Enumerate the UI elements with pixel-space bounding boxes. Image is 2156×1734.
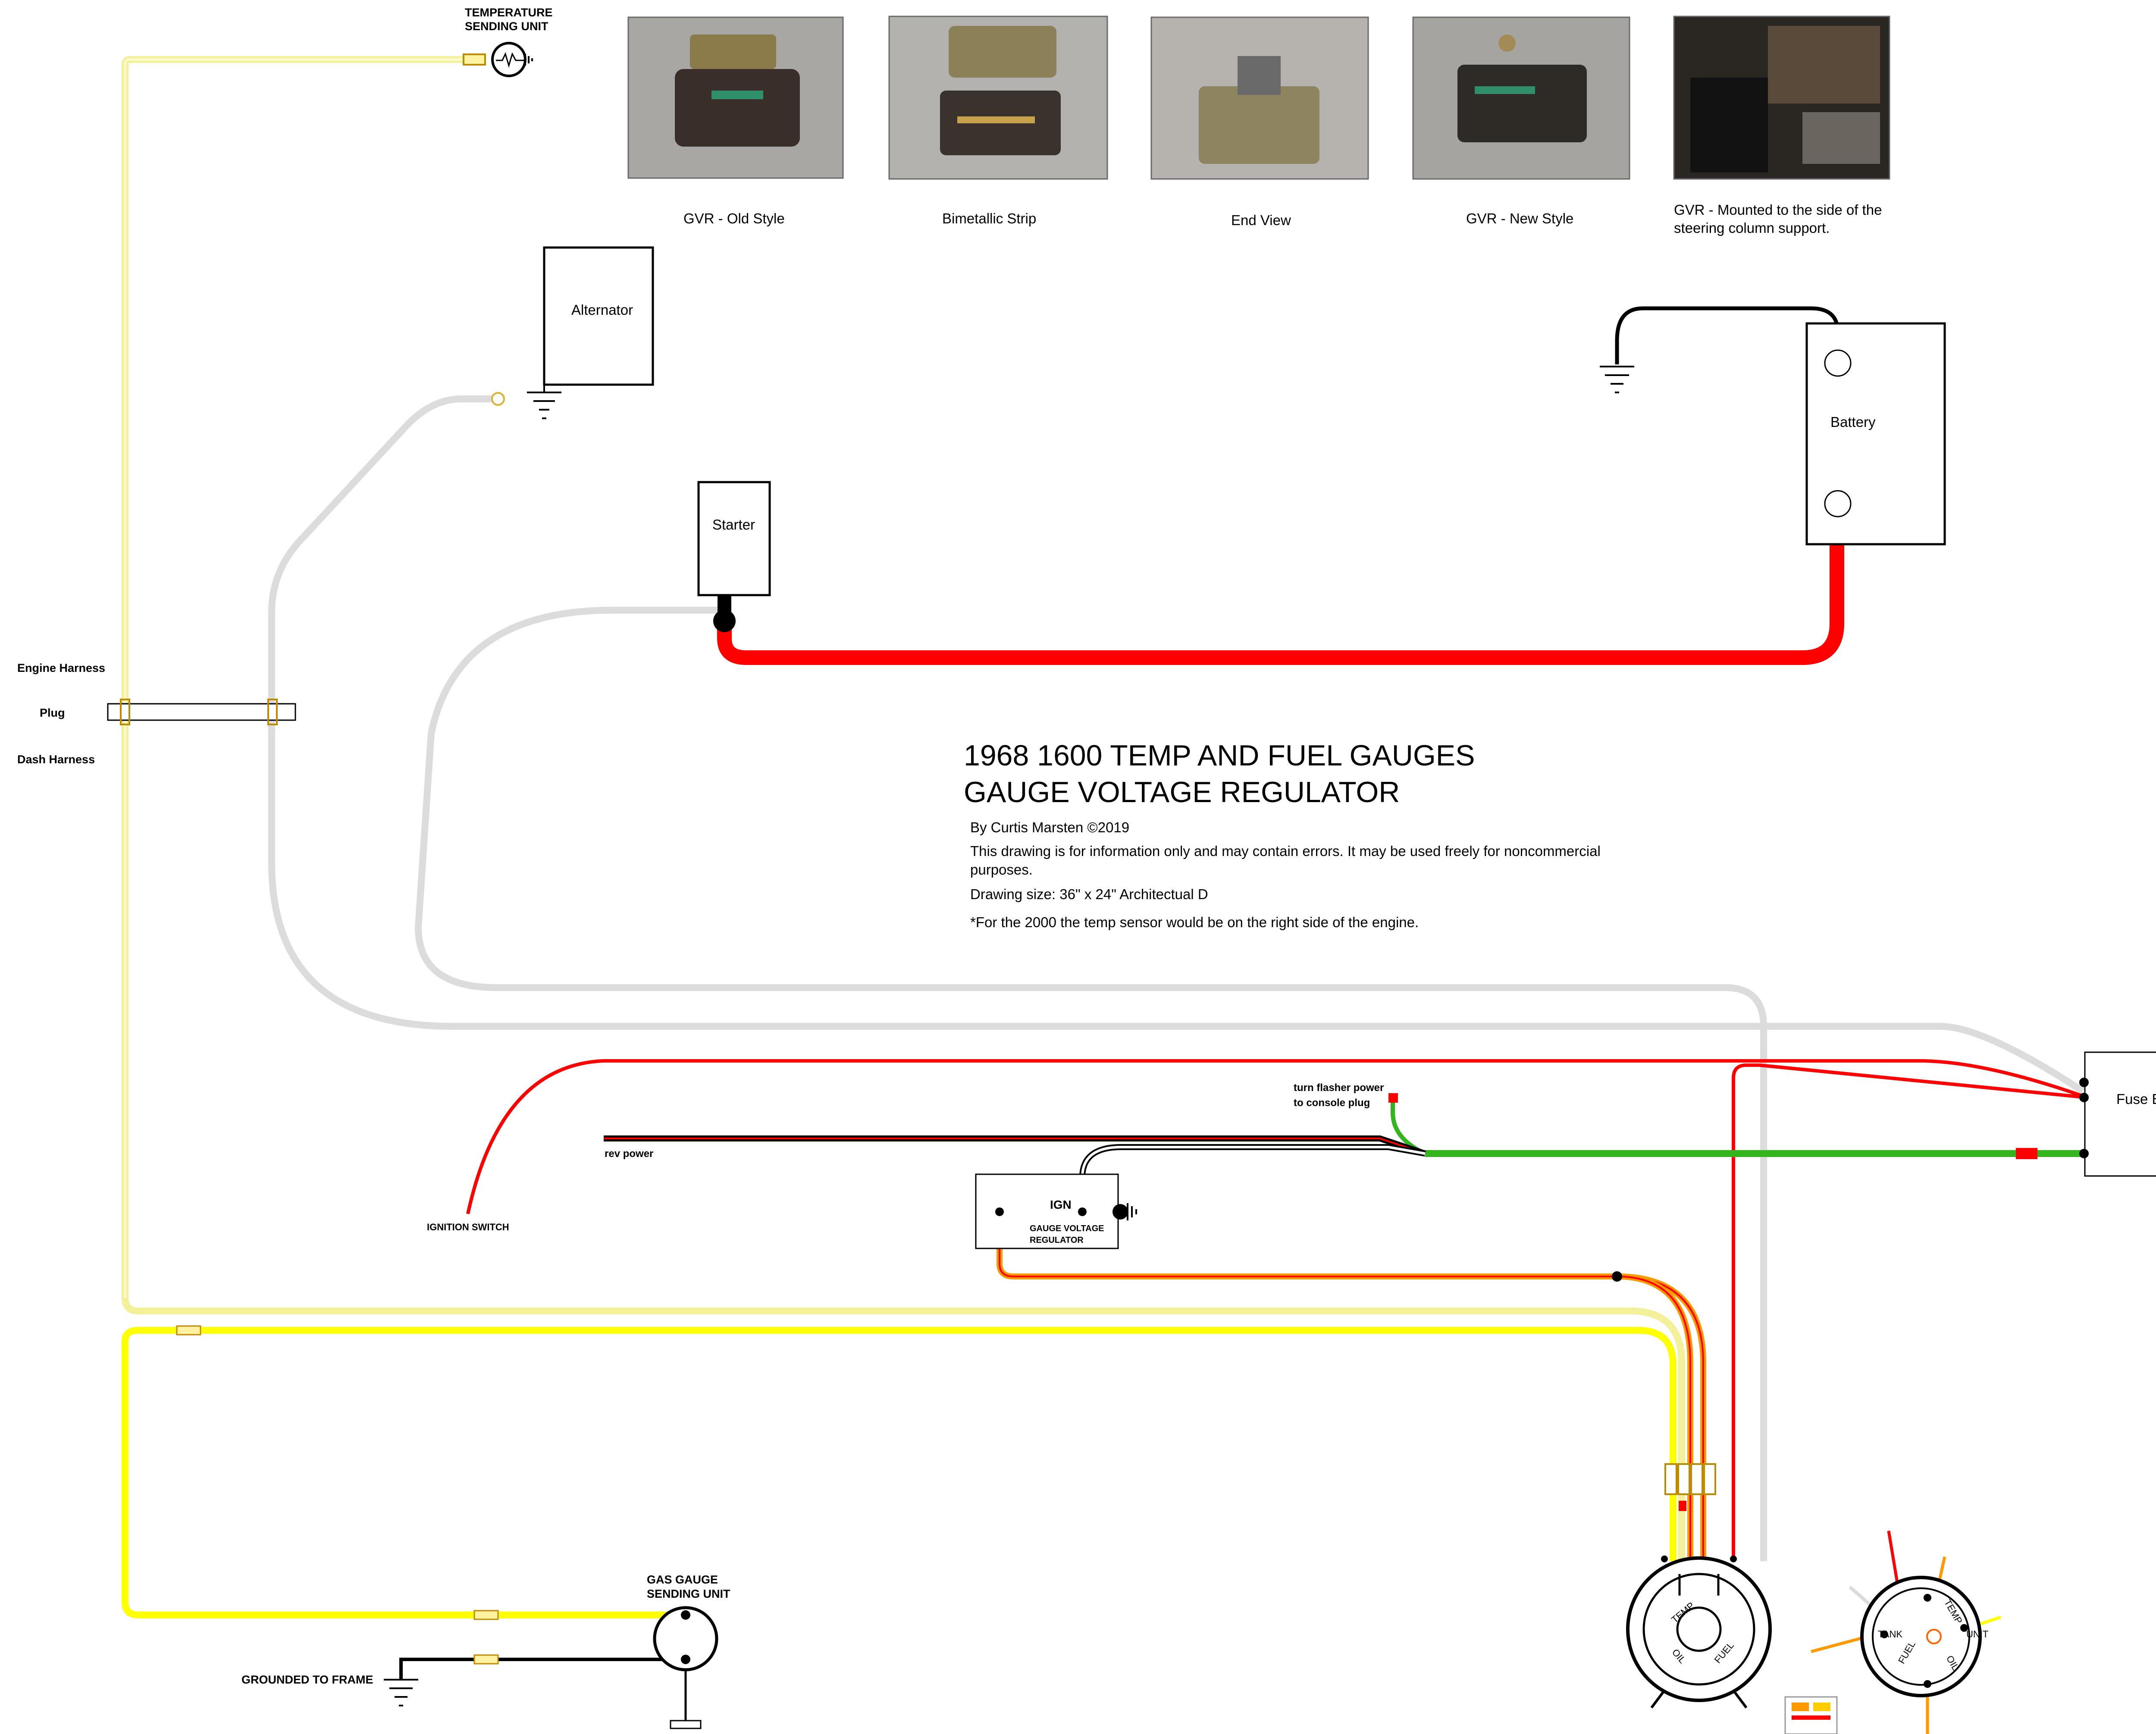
gas-gauge-label-l2: SENDING UNIT <box>647 1587 730 1600</box>
wire-temp-sender <box>122 56 1685 1561</box>
temperature-sending-unit <box>463 42 533 77</box>
fuel-wire-connector-top <box>176 1325 201 1336</box>
wire-ignition-switch-red <box>466 1059 2088 1214</box>
note-drawing-size: Drawing size: 36" x 24" Architectual D <box>970 886 1208 902</box>
wire-starter-gray <box>414 607 1767 1561</box>
photo-caption-gvr-old-style: GVR - Old Style <box>683 210 785 226</box>
ignition-switch-label: IGNITION SWITCH <box>427 1222 509 1232</box>
fuse-box-label: Fuse Box <box>2116 1091 2156 1107</box>
photo-caption-end-view: End View <box>1231 212 1291 228</box>
wire-temp-sender-highlight <box>124 58 466 1298</box>
turn-flasher-label-l2: to console plug <box>1294 1097 1370 1109</box>
plug-label: Plug <box>40 706 65 719</box>
gas-gauge-label-l1: GAS GAUGE <box>647 1573 718 1586</box>
dash-harness-label: Dash Harness <box>17 753 95 766</box>
gas-sender-ground-wire <box>399 1658 686 1680</box>
cable-battery-starter <box>717 509 1844 665</box>
fuel-wire-connector-bottom <box>473 1610 499 1620</box>
starter <box>697 481 771 596</box>
gas-gauge-sending-unit <box>653 1606 718 1729</box>
note-disclaimer-l1: This drawing is for information only and… <box>970 843 1601 859</box>
temp-sending-unit-label-l1: TEMPERATURE <box>465 6 553 19</box>
engine-harness-label: Engine Harness <box>17 662 105 674</box>
rev-power-label: rev power <box>605 1148 653 1160</box>
cable-battery-ground <box>1615 306 1840 367</box>
wire-fusebox-gauge-red <box>1732 1063 2087 1561</box>
ground-symbol-frame <box>384 1679 418 1706</box>
gauge-cluster-front <box>1626 1555 1772 1709</box>
gauge-cluster-rear <box>1811 1530 2002 1734</box>
alternator <box>491 246 654 419</box>
fuse-box <box>2079 1051 2156 1177</box>
photo-gvr-mounted <box>1673 16 1890 180</box>
turn-flasher-label-l1: turn flasher power <box>1294 1082 1384 1094</box>
photo-gvr-old-style <box>627 16 844 179</box>
starter-label: Starter <box>712 517 755 533</box>
photo-end-view <box>1150 16 1369 180</box>
gvr-label-l2: REGULATOR <box>1030 1235 1084 1245</box>
note-author: By Curtis Marsten ©2019 <box>970 819 1129 835</box>
indicator-holder <box>1784 1696 1838 1734</box>
gvr-label-l1: GAUGE VOLTAGE <box>1030 1224 1104 1233</box>
gauge-voltage-regulator <box>975 1173 1137 1249</box>
photo-caption-bimetallic-strip: Bimetallic Strip <box>942 210 1036 226</box>
alternator-label: Alternator <box>571 302 633 318</box>
wire-gvr-output <box>997 1212 1706 1561</box>
wire-alternator-gray <box>268 395 2085 1094</box>
wire-gvr-ign-feed <box>1079 1144 1426 1212</box>
note-disclaimer-l2: purposes. <box>970 862 1033 878</box>
temp-sending-unit-label-l2: SENDING UNIT <box>465 20 548 33</box>
battery <box>1600 322 1946 546</box>
photo-caption-gvr-new-style: GVR - New Style <box>1466 210 1573 226</box>
gauge-rear-unit-label: UNIT <box>1966 1629 1988 1640</box>
battery-label: Battery <box>1830 414 1876 430</box>
harness-plug <box>107 699 296 725</box>
photo-gvr-new-style <box>1412 16 1630 180</box>
gvr-ign-label: IGN <box>1050 1198 1072 1211</box>
gauge-rear-tank-label: TANK <box>1878 1629 1902 1640</box>
wire-fuel-sender <box>122 1327 1677 1618</box>
note-footnote: *For the 2000 the temp sensor would be o… <box>970 914 1419 930</box>
title-line2: GAUGE VOLTAGE REGULATOR <box>964 776 1400 809</box>
gauge-connectors <box>1664 1463 1716 1511</box>
photo-caption-gvr-mounted-l2: steering column support. <box>1674 220 1830 236</box>
photo-caption-gvr-mounted-l1: GVR - Mounted to the side of the <box>1674 202 1882 218</box>
photo-bimetallic-strip <box>888 16 1108 180</box>
title-line1: 1968 1600 TEMP AND FUEL GAUGES <box>964 739 1475 772</box>
grounded-to-frame-label: GROUNDED TO FRAME <box>241 1673 373 1686</box>
